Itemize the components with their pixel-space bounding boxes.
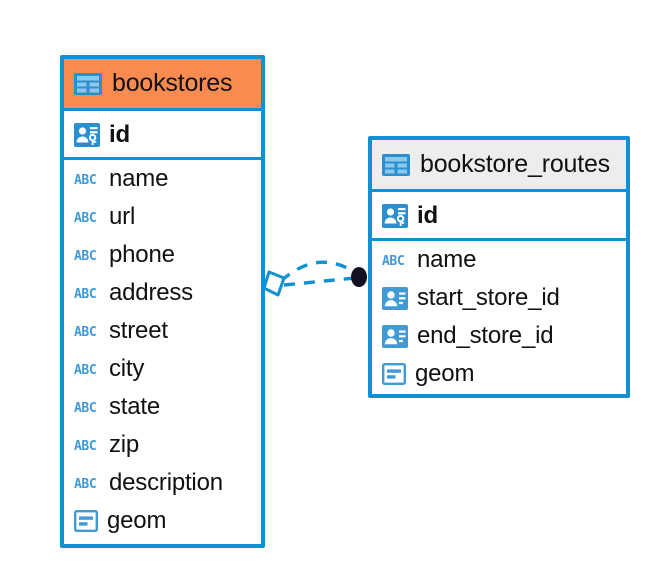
field-row-name[interactable]: ABC name bbox=[64, 160, 261, 198]
entity-bookstores[interactable]: bookstores id ABC bbox=[60, 55, 265, 548]
table-icon bbox=[74, 72, 102, 95]
abc-text-icon: ABC bbox=[382, 253, 408, 268]
field-label: phone bbox=[109, 241, 175, 268]
field-label: id bbox=[109, 121, 130, 148]
entity-title: bookstore_routes bbox=[420, 150, 610, 178]
field-label: city bbox=[109, 355, 145, 382]
entity-header-bookstore-routes[interactable]: bookstore_routes bbox=[372, 140, 626, 192]
abc-text-icon: ABC bbox=[74, 362, 100, 377]
field-row-street[interactable]: ABC street bbox=[64, 312, 261, 350]
svg-text:ABC: ABC bbox=[74, 325, 96, 339]
abc-text-icon: ABC bbox=[74, 438, 100, 453]
relationship-line-arc bbox=[279, 260, 357, 283]
field-row-url[interactable]: ABC url bbox=[64, 198, 261, 236]
field-row-start-store-id[interactable]: start_store_id bbox=[372, 279, 626, 317]
field-list: id ABC name ABC url ABC bbox=[64, 111, 261, 544]
primary-key-icon bbox=[382, 204, 408, 228]
field-label: geom bbox=[415, 360, 475, 387]
field-label: state bbox=[109, 393, 161, 420]
field-row-description[interactable]: ABC description bbox=[64, 464, 261, 502]
field-label: url bbox=[109, 203, 136, 230]
svg-text:ABC: ABC bbox=[382, 254, 404, 268]
geometry-icon bbox=[74, 510, 98, 532]
field-row-zip[interactable]: ABC zip bbox=[64, 426, 261, 464]
relationship-line-straight bbox=[283, 276, 356, 287]
field-row-geom[interactable]: geom bbox=[372, 355, 626, 393]
primary-key-icon bbox=[74, 123, 100, 147]
field-label: name bbox=[417, 246, 477, 273]
foreign-key-icon bbox=[382, 286, 408, 310]
field-label: name bbox=[109, 165, 169, 192]
abc-text-icon: ABC bbox=[74, 324, 100, 339]
abc-text-icon: ABC bbox=[74, 286, 100, 301]
foreign-key-icon bbox=[382, 324, 408, 348]
abc-text-icon: ABC bbox=[74, 172, 100, 187]
abc-text-icon: ABC bbox=[74, 476, 100, 491]
entity-bookstore-routes[interactable]: bookstore_routes id ABC bbox=[368, 136, 630, 398]
field-row-name[interactable]: ABC name bbox=[372, 241, 626, 279]
field-row-end-store-id[interactable]: end_store_id bbox=[372, 317, 626, 355]
svg-text:ABC: ABC bbox=[74, 249, 96, 263]
filled-circle-marker bbox=[351, 267, 367, 287]
svg-text:ABC: ABC bbox=[74, 173, 96, 187]
abc-text-icon: ABC bbox=[74, 248, 100, 263]
field-label: address bbox=[109, 279, 193, 306]
svg-text:ABC: ABC bbox=[74, 401, 96, 415]
diamond-marker bbox=[262, 270, 286, 297]
field-label: geom bbox=[107, 507, 167, 534]
entity-header-bookstores[interactable]: bookstores bbox=[64, 59, 261, 111]
svg-text:ABC: ABC bbox=[74, 287, 96, 301]
field-row-address[interactable]: ABC address bbox=[64, 274, 261, 312]
field-row-id[interactable]: id bbox=[372, 194, 626, 241]
table-icon bbox=[382, 153, 410, 176]
svg-text:ABC: ABC bbox=[74, 477, 96, 491]
field-label: description bbox=[109, 469, 223, 496]
field-label: zip bbox=[109, 431, 140, 458]
field-row-geom[interactable]: geom bbox=[64, 502, 261, 540]
field-label: id bbox=[417, 202, 438, 229]
abc-text-icon: ABC bbox=[74, 400, 100, 415]
field-list: id ABC name start_store_id bbox=[372, 192, 626, 397]
field-label: start_store_id bbox=[417, 284, 560, 311]
field-label: end_store_id bbox=[417, 322, 554, 349]
field-row-city[interactable]: ABC city bbox=[64, 350, 261, 388]
abc-text-icon: ABC bbox=[74, 210, 100, 225]
geometry-icon bbox=[382, 363, 406, 385]
entity-title: bookstores bbox=[112, 69, 233, 97]
field-row-phone[interactable]: ABC phone bbox=[64, 236, 261, 274]
svg-text:ABC: ABC bbox=[74, 439, 96, 453]
field-label: street bbox=[109, 317, 168, 344]
field-row-state[interactable]: ABC state bbox=[64, 388, 261, 426]
svg-text:ABC: ABC bbox=[74, 363, 96, 377]
field-row-id[interactable]: id bbox=[64, 113, 261, 160]
svg-text:ABC: ABC bbox=[74, 211, 96, 225]
